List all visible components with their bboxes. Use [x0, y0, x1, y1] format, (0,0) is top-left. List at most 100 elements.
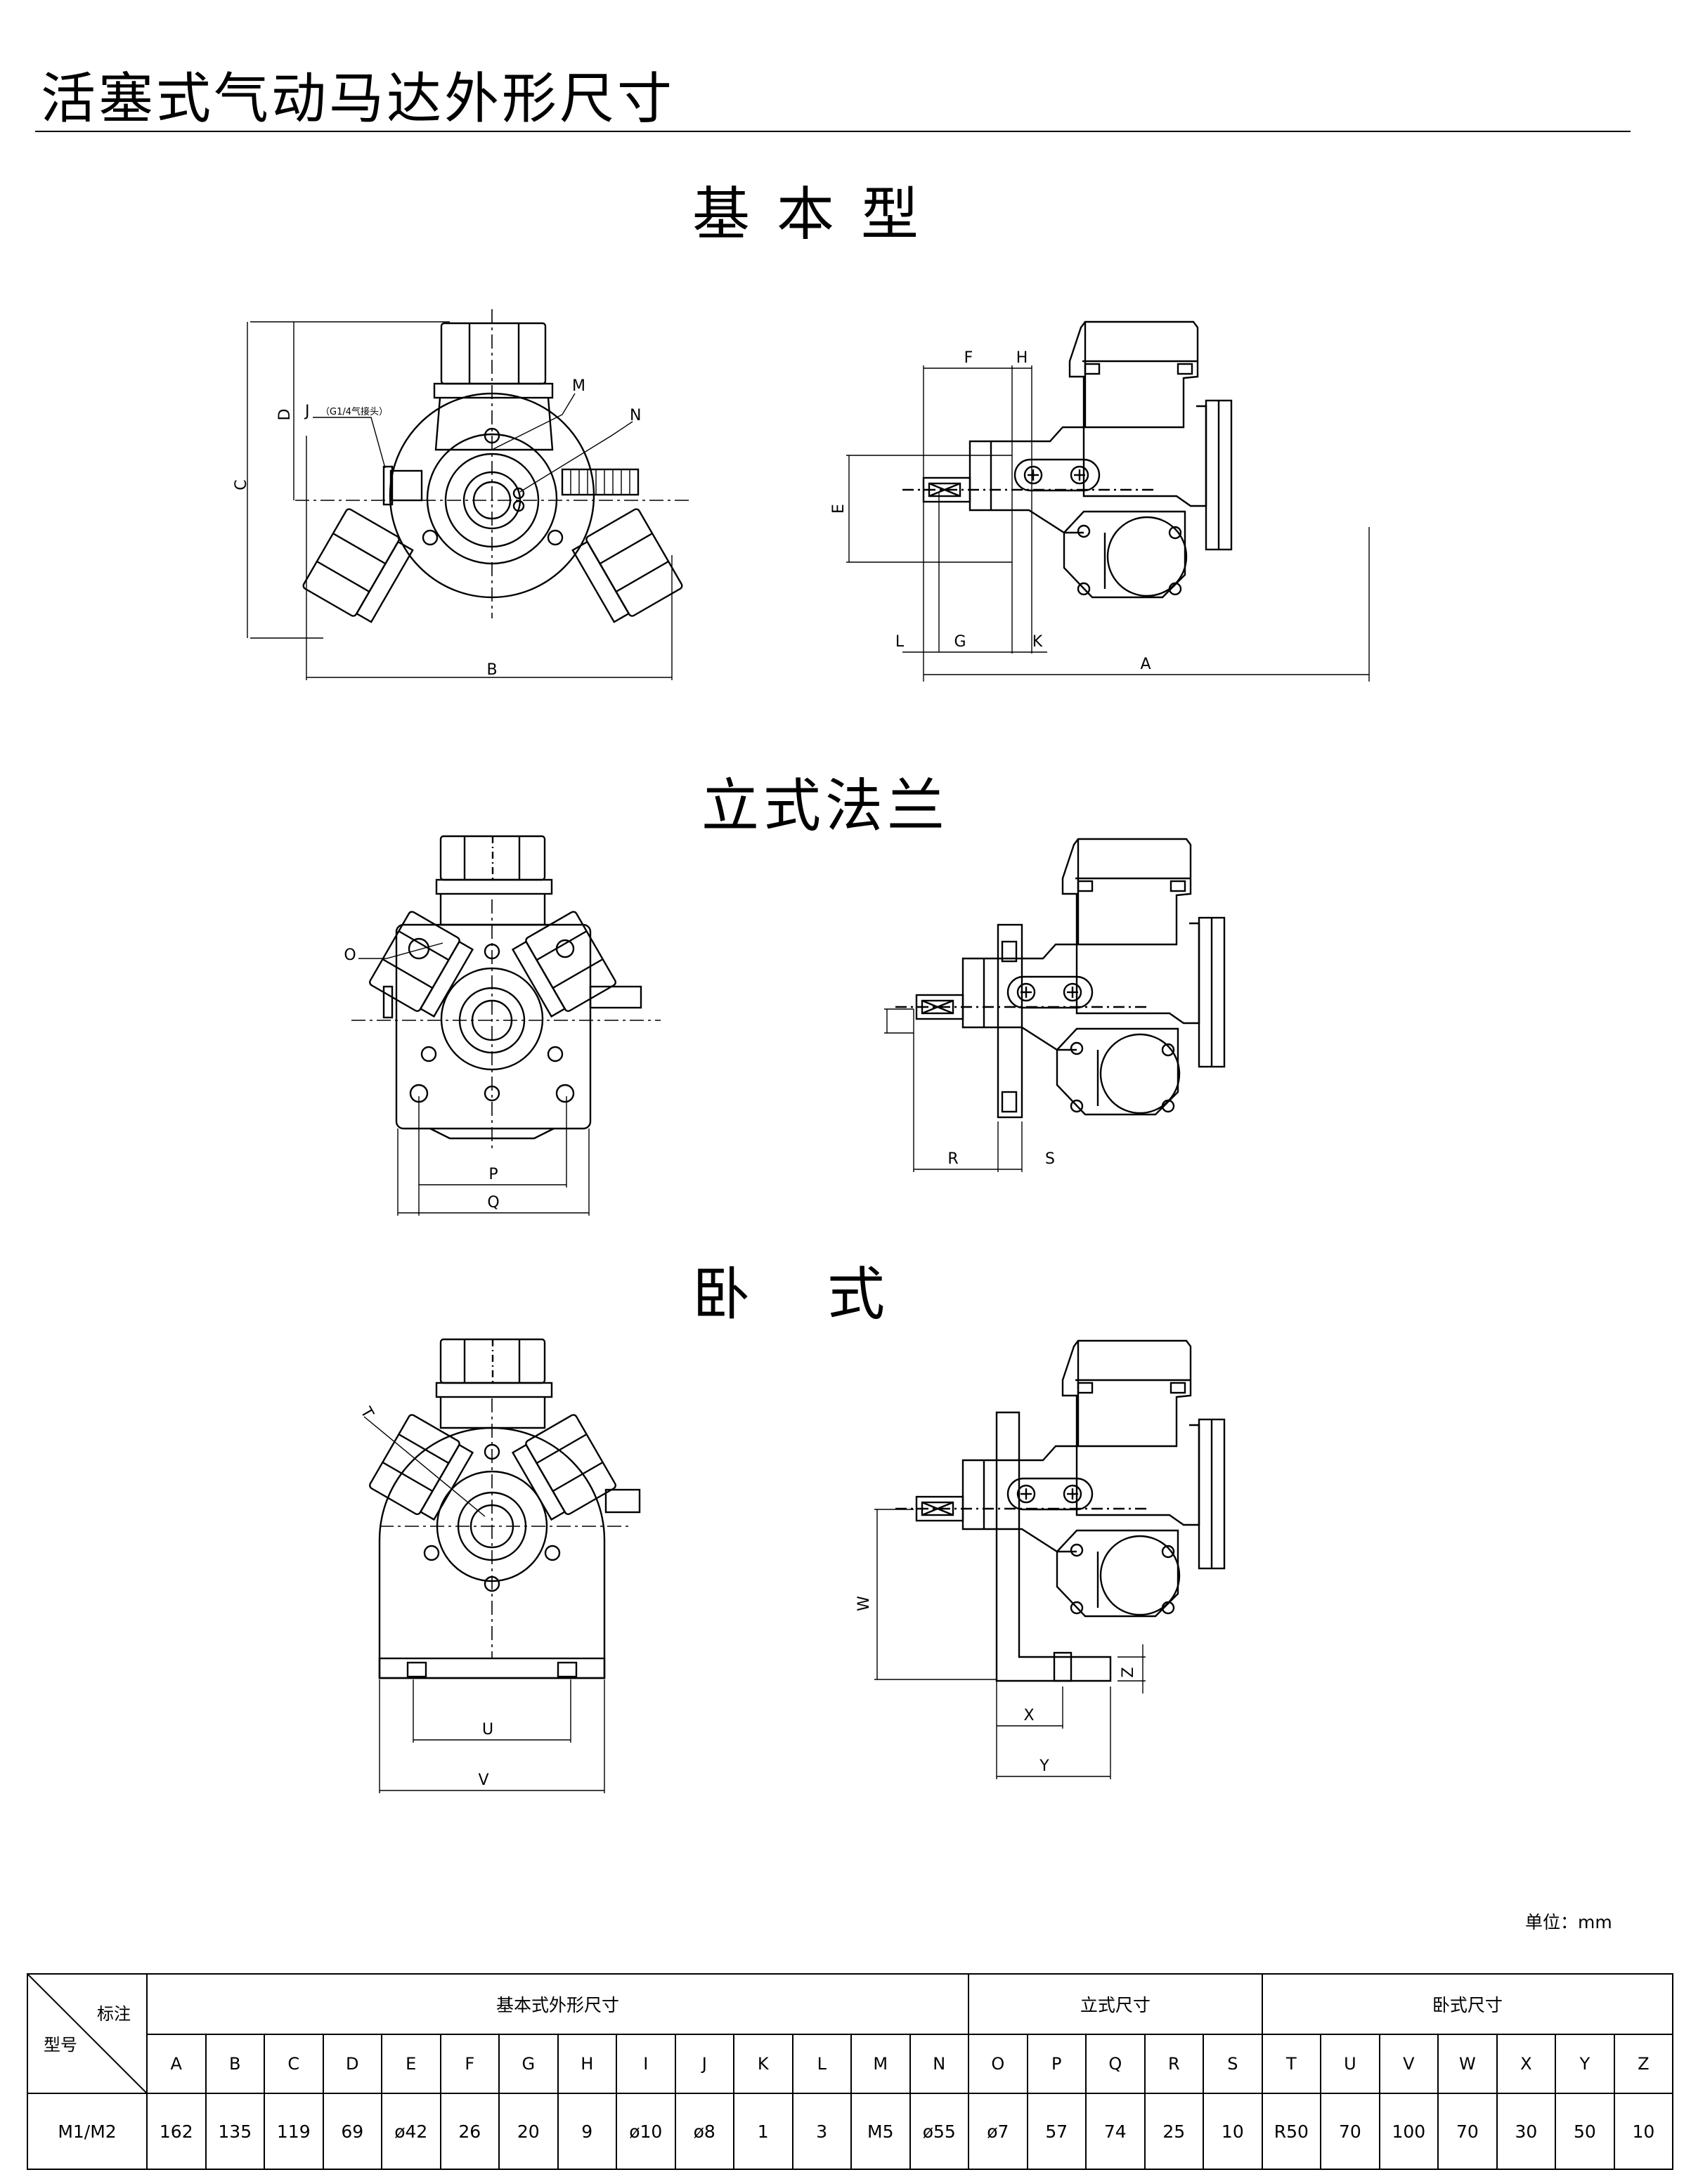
section-title-horizontal: 卧式: [692, 1247, 885, 1331]
model-cell: M1/M2: [27, 2093, 148, 2170]
value-cell-Y: 50: [1555, 2093, 1615, 2170]
air-inlet-note: （G1/4气接头）: [320, 406, 388, 417]
value-cell-R: 25: [1143, 2093, 1205, 2170]
dim-label-L: L: [895, 633, 905, 651]
dim-label-E: E: [830, 504, 848, 514]
column-header-Y: Y: [1555, 2034, 1615, 2094]
column-header-R: R: [1143, 2034, 1205, 2094]
basic-front-view: C D B J （G1/4气接头） M N: [233, 309, 689, 680]
column-header-P: P: [1026, 2034, 1087, 2094]
dim-label-B: B: [486, 661, 497, 679]
value-cell-Q: 74: [1085, 2093, 1146, 2170]
column-header-A: A: [146, 2034, 207, 2094]
table-corner-cell: 标注 型号: [27, 1973, 148, 2094]
dim-label-R: R: [947, 1150, 958, 1168]
value-cell-L: 3: [791, 2093, 852, 2170]
value-cell-X: 30: [1496, 2093, 1557, 2170]
value-cell-C: 119: [264, 2093, 324, 2170]
corner-label-dimension: 标注: [97, 2004, 131, 2024]
dim-label-M: M: [572, 377, 585, 395]
horizontal-side-view: W X Y Z: [855, 1339, 1226, 1779]
value-cell-S: 10: [1203, 2093, 1263, 2170]
column-header-L: L: [791, 2034, 852, 2094]
group-header-horizontal: 卧式尺寸: [1261, 1973, 1674, 2035]
column-header-Z: Z: [1613, 2034, 1674, 2094]
group-header-basic: 基本式外形尺寸: [145, 1973, 970, 2035]
dim-label-H: H: [1016, 349, 1028, 367]
horizontal-front-view: T U V: [356, 1338, 641, 1793]
value-cell-P: 57: [1026, 2093, 1087, 2170]
column-header-X: X: [1496, 2034, 1557, 2094]
dim-label-F: F: [964, 349, 973, 367]
dim-label-A: A: [1140, 656, 1151, 673]
value-cell-T: R50: [1261, 2093, 1322, 2170]
column-header-F: F: [439, 2034, 500, 2094]
dim-label-W: W: [855, 1596, 873, 1611]
value-cell-Z: 10: [1613, 2093, 1674, 2170]
title-divider: [35, 131, 1631, 132]
dim-label-U: U: [482, 1721, 493, 1738]
column-header-W: W: [1437, 2034, 1498, 2094]
dim-label-Y: Y: [1039, 1757, 1049, 1775]
dim-label-J: J: [304, 403, 310, 420]
column-header-K: K: [733, 2034, 793, 2094]
section-title-horizontal-first: 卧: [692, 1261, 751, 1328]
value-cell-M: M5: [850, 2093, 911, 2170]
basic-side-view: F H E L G K A: [830, 320, 1370, 682]
technical-drawings: C D B J （G1/4气接头） M N F H E L G K A: [233, 309, 1370, 1793]
page-title: 活塞式气动马达外形尺寸: [41, 67, 675, 131]
dim-label-Z: Z: [1120, 1667, 1137, 1677]
column-header-S: S: [1203, 2034, 1263, 2094]
column-header-G: G: [498, 2034, 559, 2094]
column-header-I: I: [616, 2034, 676, 2094]
unit-note: 单位：mm: [1525, 1912, 1612, 1932]
dim-label-Q: Q: [487, 1194, 499, 1211]
column-header-T: T: [1261, 2034, 1322, 2094]
dim-label-X: X: [1023, 1707, 1034, 1724]
corner-label-model: 型号: [44, 2035, 77, 2055]
dim-label-O: O: [344, 947, 356, 964]
dim-label-S: S: [1045, 1150, 1055, 1168]
column-header-C: C: [264, 2034, 324, 2094]
column-header-O: O: [968, 2034, 1028, 2094]
column-header-Q: Q: [1085, 2034, 1146, 2094]
dim-label-N: N: [630, 407, 641, 424]
dim-label-C: C: [233, 479, 250, 490]
value-cell-G: 20: [498, 2093, 559, 2170]
dim-label-V: V: [478, 1772, 488, 1789]
section-title-horizontal-second: 式: [827, 1261, 886, 1328]
column-header-J: J: [674, 2034, 734, 2094]
column-header-H: H: [557, 2034, 617, 2094]
value-cell-A: 162: [146, 2093, 207, 2170]
section-title-vertical-flange: 立式法兰: [701, 773, 950, 840]
column-header-U: U: [1320, 2034, 1380, 2094]
value-cell-W: 70: [1437, 2093, 1498, 2170]
value-cell-K: 1: [733, 2093, 793, 2170]
value-cell-J: ø8: [674, 2093, 734, 2170]
value-cell-N: ø55: [909, 2093, 970, 2170]
vertical-side-view: R S: [884, 838, 1226, 1172]
value-cell-F: 26: [439, 2093, 500, 2170]
value-cell-H: 9: [557, 2093, 617, 2170]
dim-label-D: D: [276, 409, 294, 421]
vertical-front-view: O P Q: [344, 835, 661, 1216]
value-cell-O: ø7: [968, 2093, 1028, 2170]
value-cell-D: 69: [322, 2093, 382, 2170]
value-cell-I: ø10: [616, 2093, 676, 2170]
column-header-V: V: [1378, 2034, 1439, 2094]
value-cell-V: 100: [1378, 2093, 1439, 2170]
group-header-vertical: 立式尺寸: [968, 1973, 1263, 2035]
dim-label-P: P: [488, 1166, 498, 1183]
section-title-basic: 基本型: [692, 181, 946, 248]
column-header-D: D: [322, 2034, 382, 2094]
column-header-E: E: [381, 2034, 441, 2094]
column-header-B: B: [205, 2034, 265, 2094]
column-header-M: M: [850, 2034, 911, 2094]
dim-label-K: K: [1032, 633, 1043, 651]
column-header-N: N: [909, 2034, 970, 2094]
dim-label-G: G: [954, 633, 966, 651]
value-cell-E: ø42: [381, 2093, 441, 2170]
